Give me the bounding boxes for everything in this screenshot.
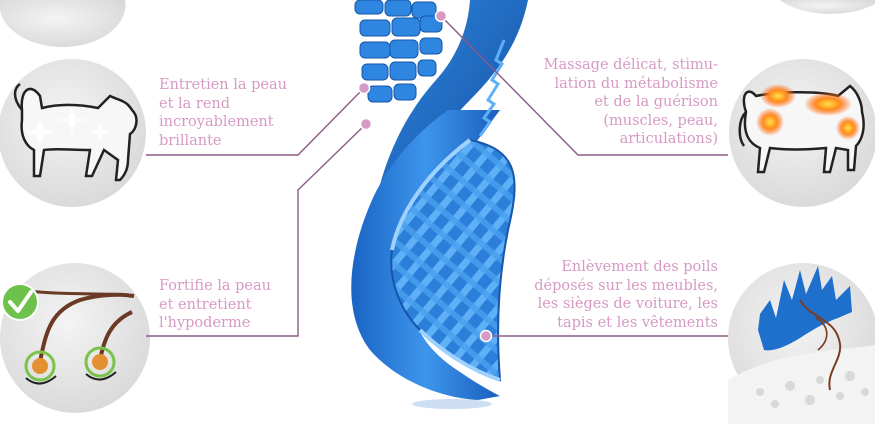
dot-massage [434,9,448,23]
dot-hair [479,329,493,343]
dot-shine [357,81,371,95]
caption-shine: Entretien la peau et la rend incroyablem… [159,77,287,149]
caption-skin: Fortifie la peau et entretient l'hypoder… [159,278,271,331]
caption-massage: Massage délicat, stimu- lation du métabo… [543,57,718,147]
dot-skin [359,117,373,131]
heat-cat-icon [729,59,875,207]
connector-massage [440,15,728,156]
top-right-circle [780,0,875,14]
brush-illustration [351,0,528,409]
hair-removal-icon [728,263,875,424]
connector-dots [357,9,493,343]
connector-shine [146,87,365,156]
connector-skin [146,123,367,337]
shiny-cat-icon [0,59,146,207]
checkmark-icon [1,283,39,321]
caption-hair: Enlèvement des poils déposés sur les meu… [534,259,718,331]
top-left-circle [0,0,126,47]
connector-lines [146,15,728,337]
